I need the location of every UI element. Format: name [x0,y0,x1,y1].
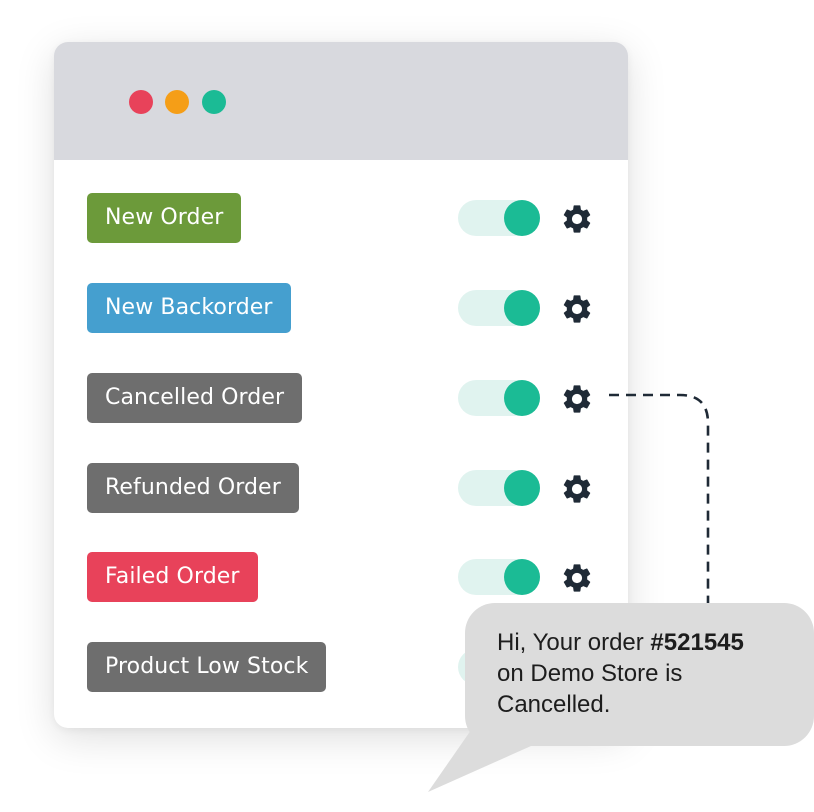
notification-row-failed-order: Failed Order [87,552,607,604]
app-window: New Order New Backorder Cancelled Order … [54,42,628,728]
notification-row-refunded-order: Refunded Order [87,463,607,515]
toggle-knob [504,559,540,595]
toggle-knob [504,200,540,236]
gear-icon[interactable] [560,202,594,236]
notification-label: Product Low Stock [87,642,327,692]
message-line-store: on Demo Store is [497,660,683,687]
message-preview-text: Hi, Your order #521545 on Demo Store is … [497,627,797,720]
notification-label: New Order [87,193,242,243]
window-titlebar [54,42,628,160]
notification-row-cancelled-order: Cancelled Order [87,373,607,425]
notification-label: Cancelled Order [87,373,303,423]
gear-icon[interactable] [560,382,594,416]
message-line-status: Cancelled. [497,691,611,718]
toggle-knob [504,380,540,416]
message-preview-bubble: Hi, Your order #521545 on Demo Store is … [465,603,814,746]
notification-toggle[interactable] [458,290,540,326]
window-minimize-button[interactable] [165,90,189,114]
notification-row-new-order: New Order [87,193,607,245]
order-number: #521545 [650,629,744,656]
gear-icon[interactable] [560,472,594,506]
notification-label: Refunded Order [87,463,299,513]
notification-row-product-low-stock: Product Low Stock [87,642,607,694]
notification-toggle[interactable] [458,380,540,416]
notification-toggle[interactable] [458,470,540,506]
window-close-button[interactable] [129,90,153,114]
notification-row-new-backorder: New Backorder [87,283,607,335]
notification-label: New Backorder [87,283,291,333]
notification-toggle[interactable] [458,200,540,236]
window-maximize-button[interactable] [202,90,226,114]
gear-icon[interactable] [560,292,594,326]
toggle-knob [504,470,540,506]
notification-label: Failed Order [87,552,258,602]
toggle-knob [504,290,540,326]
notification-toggle[interactable] [458,559,540,595]
gear-icon[interactable] [560,561,594,595]
message-greeting: Hi, Your order [497,629,651,656]
